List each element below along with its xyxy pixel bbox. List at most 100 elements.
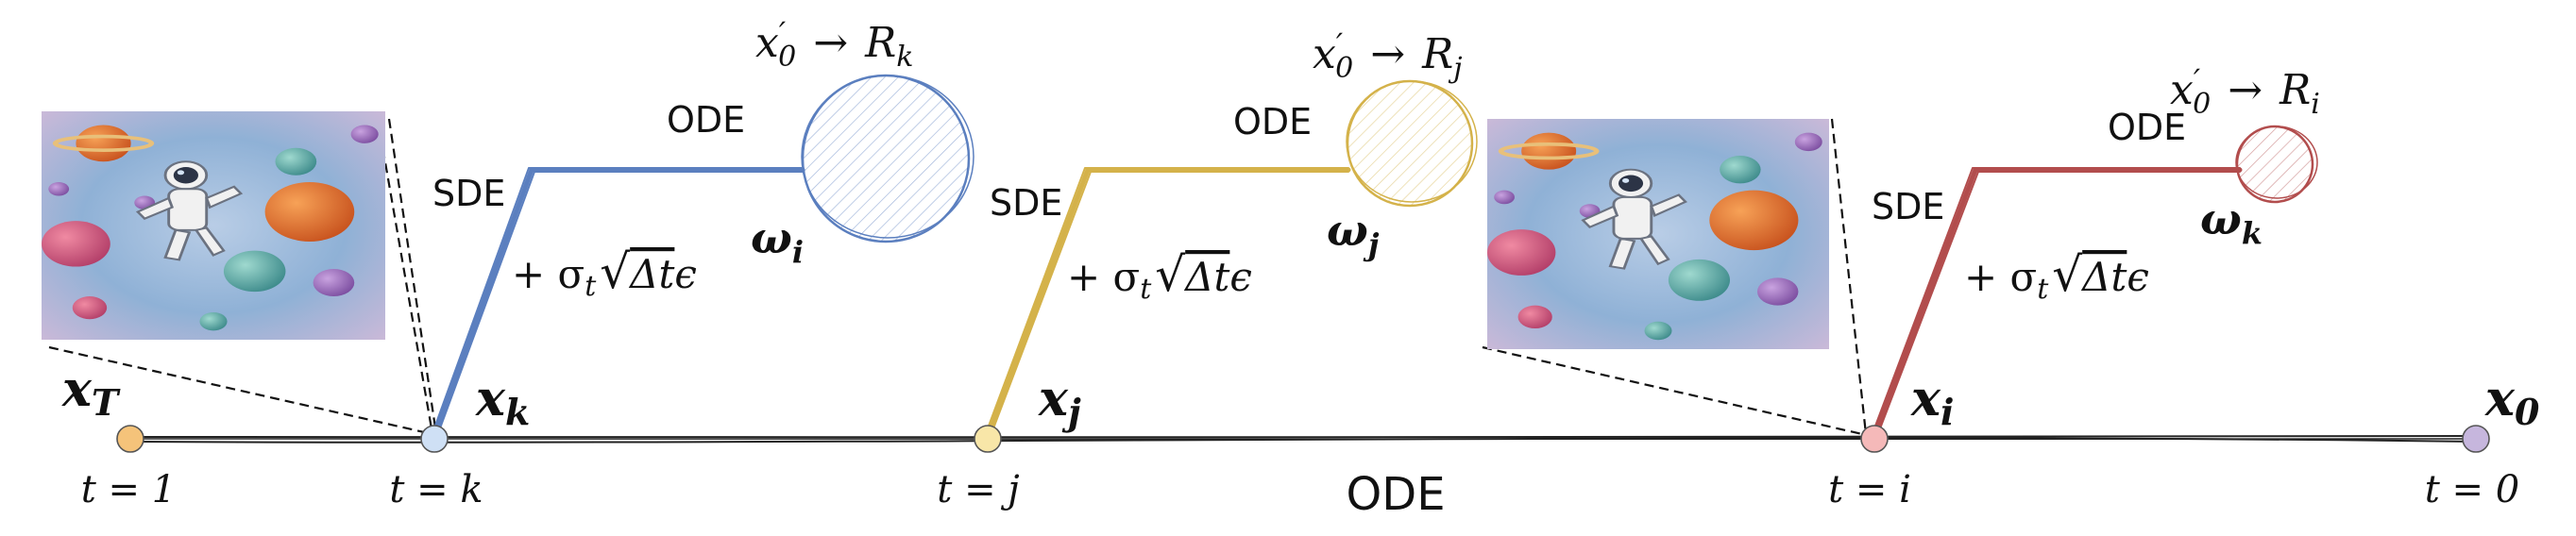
node-label-i: xi — [1910, 370, 1954, 433]
branch-path-red-2 — [1871, 167, 2241, 437]
astronaut-image-1 — [42, 111, 385, 340]
timeline-node-i — [1860, 425, 1889, 453]
noise-term-blue: + σt√Δtϵ — [512, 244, 697, 303]
sde-label-red: SDE — [1872, 186, 1944, 227]
noise-sigma-sub-gold: t — [1140, 273, 1152, 306]
arrow-icon-red: → — [2228, 66, 2262, 114]
branch-path-blue-2 — [431, 167, 804, 437]
noise-sigma-gold: + σ — [1067, 254, 1140, 300]
branch-path-blue-1 — [436, 171, 804, 437]
node-label-T-main: x — [61, 360, 93, 418]
omega-label-gold: ωj — [1327, 205, 1380, 262]
time-label-0: t = 0 — [2425, 468, 2519, 511]
omega-label-red-main: ω — [2200, 193, 2242, 244]
node-label-j-main: x — [1038, 370, 1069, 427]
sqrt-icon-gold: √ — [1155, 247, 1185, 302]
target-prime-red: ′ — [2194, 62, 2201, 98]
node-label-0-main: x — [2484, 370, 2516, 427]
noise-sigma-sub-blue: t — [585, 270, 597, 303]
node-label-k-sub: k — [505, 391, 530, 433]
target-x-gold: x — [1313, 30, 1336, 78]
target-x-blue: x — [755, 19, 779, 67]
time-label-j: t = j — [937, 468, 1019, 511]
branch-path-blue-0 — [432, 167, 805, 439]
noise-sqrt-gold: Δt — [1183, 254, 1229, 300]
node-label-T-sub: T — [92, 381, 121, 424]
time-label-i: t = i — [1828, 468, 1911, 511]
target-label-red: x′0 → Ri — [2170, 62, 2320, 121]
target-sub-gold: 0 — [1335, 52, 1353, 85]
node-label-j: xj — [1038, 370, 1081, 433]
target-r-blue: R — [864, 19, 896, 67]
target-prime-blue: ′ — [779, 15, 787, 51]
omega-label-blue-main: ω — [751, 212, 792, 263]
ode-label-red: ODE — [2108, 107, 2186, 148]
target-r-gold: R — [1421, 30, 1453, 78]
target-sub-blue: 0 — [778, 41, 796, 74]
reward-circle-outline-gold — [1346, 80, 1478, 203]
noise-sigma-blue: + σ — [512, 251, 585, 297]
astronaut-image-2 — [1487, 119, 1829, 349]
branch-path-gold-2 — [984, 167, 1349, 437]
omega-label-gold-main: ω — [1327, 205, 1368, 256]
branch-path-red-0 — [1872, 167, 2243, 439]
omega-label-red-sub: k — [2242, 215, 2262, 251]
noise-term-red: + σt√Δtϵ — [1964, 247, 2149, 306]
node-label-T: xT — [61, 360, 121, 424]
node-label-i-sub: i — [1940, 391, 1954, 433]
target-r-sub-blue: k — [896, 41, 913, 74]
noise-sqrt-blue: Δt — [628, 251, 674, 297]
reward-circle-outline-blue — [801, 75, 974, 239]
noise-sigma-sub-red: t — [2037, 273, 2049, 306]
target-label-gold: x′0→Rj — [1313, 26, 1463, 85]
noise-term-gold: + σt√Δtϵ — [1067, 247, 1252, 306]
ode-label-gold: ODE — [1233, 101, 1312, 142]
sqrt-icon-red: √ — [2052, 247, 2082, 302]
branch-path-gold-0 — [985, 167, 1351, 439]
timeline-node-T — [116, 425, 144, 453]
target-sub-red: 0 — [2193, 88, 2211, 121]
ode-label-blue: ODE — [667, 99, 745, 141]
sde-label-gold: SDE — [990, 182, 1062, 224]
branch-path-red-1 — [1876, 171, 2241, 437]
arrow-icon-gold: → — [1370, 30, 1405, 78]
arrow-icon-blue: → — [813, 19, 848, 67]
node-label-k-main: x — [475, 370, 506, 427]
time-label-k: t = k — [389, 468, 483, 511]
noise-eps-blue: ϵ — [674, 251, 697, 297]
target-prime-gold: ′ — [1336, 26, 1344, 62]
timeline-node-j — [974, 425, 1002, 453]
node-label-i-main: x — [1910, 370, 1941, 427]
branch-path-gold-1 — [990, 171, 1349, 437]
noise-sqrt-red: Δt — [2080, 254, 2127, 300]
timeline-node-k — [420, 425, 449, 453]
timeline-ode-label: ODE — [1346, 468, 1445, 521]
node-label-k: xk — [475, 370, 530, 433]
omega-label-blue-sub: i — [792, 234, 804, 270]
target-r-red: R — [2279, 66, 2311, 114]
sqrt-icon-blue: √ — [600, 244, 630, 299]
reward-circle-gold — [1346, 79, 1474, 208]
sde-label-blue: SDE — [432, 173, 505, 214]
reward-circle-outline-red — [2235, 126, 2318, 199]
target-r-sub-red: i — [2311, 88, 2320, 121]
noise-eps-gold: ϵ — [1229, 254, 1252, 300]
target-label-blue: x′0 → Rk — [755, 15, 913, 74]
timeline-line — [129, 434, 2477, 444]
time-label-T: t = 1 — [81, 468, 176, 511]
timeline-node-0 — [2462, 425, 2490, 453]
noise-sigma-red: + σ — [1964, 254, 2037, 300]
omega-label-blue: ωi — [751, 212, 804, 270]
target-x-red: x — [2170, 66, 2194, 114]
node-label-0-sub: 0 — [2515, 391, 2540, 433]
projection-lines — [48, 118, 1868, 436]
omega-label-red: ωk — [2200, 193, 2262, 251]
reward-circle-blue — [801, 74, 971, 243]
node-label-0: x0 — [2484, 370, 2540, 433]
noise-eps-red: ϵ — [2127, 254, 2149, 300]
